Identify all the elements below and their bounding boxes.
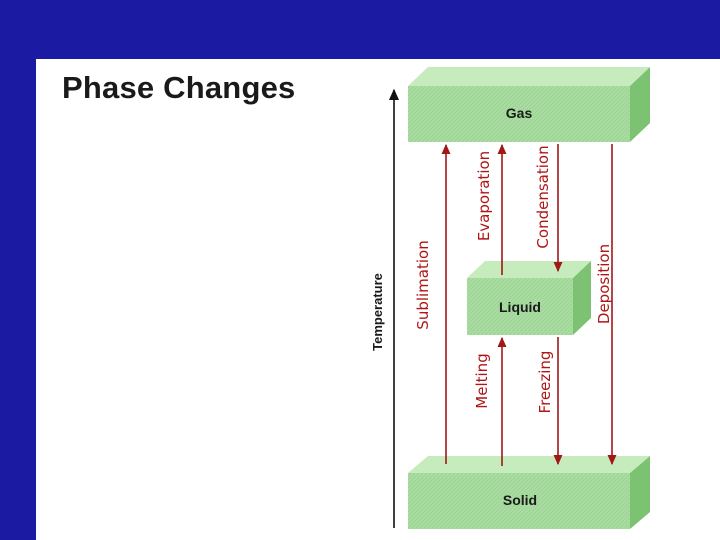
label-freezing: Freezing: [536, 351, 554, 414]
label-melting: Melting: [473, 353, 491, 408]
state-box-solid: Solid: [408, 456, 650, 529]
state-label-solid: Solid: [503, 492, 537, 508]
state-box-liquid: Liquid: [467, 261, 591, 335]
label-sublimation: Sublimation: [414, 240, 432, 329]
page-title: Phase Changes: [62, 70, 296, 105]
state-label-liquid: Liquid: [499, 299, 541, 315]
label-deposition: Deposition: [595, 244, 613, 324]
label-evaporation: Evaporation: [475, 151, 493, 241]
label-condensation: Condensation: [534, 145, 552, 248]
state-label-gas: Gas: [506, 105, 533, 121]
axis-label-temperature: Temperature: [370, 273, 385, 351]
state-box-gas: Gas: [408, 67, 650, 142]
